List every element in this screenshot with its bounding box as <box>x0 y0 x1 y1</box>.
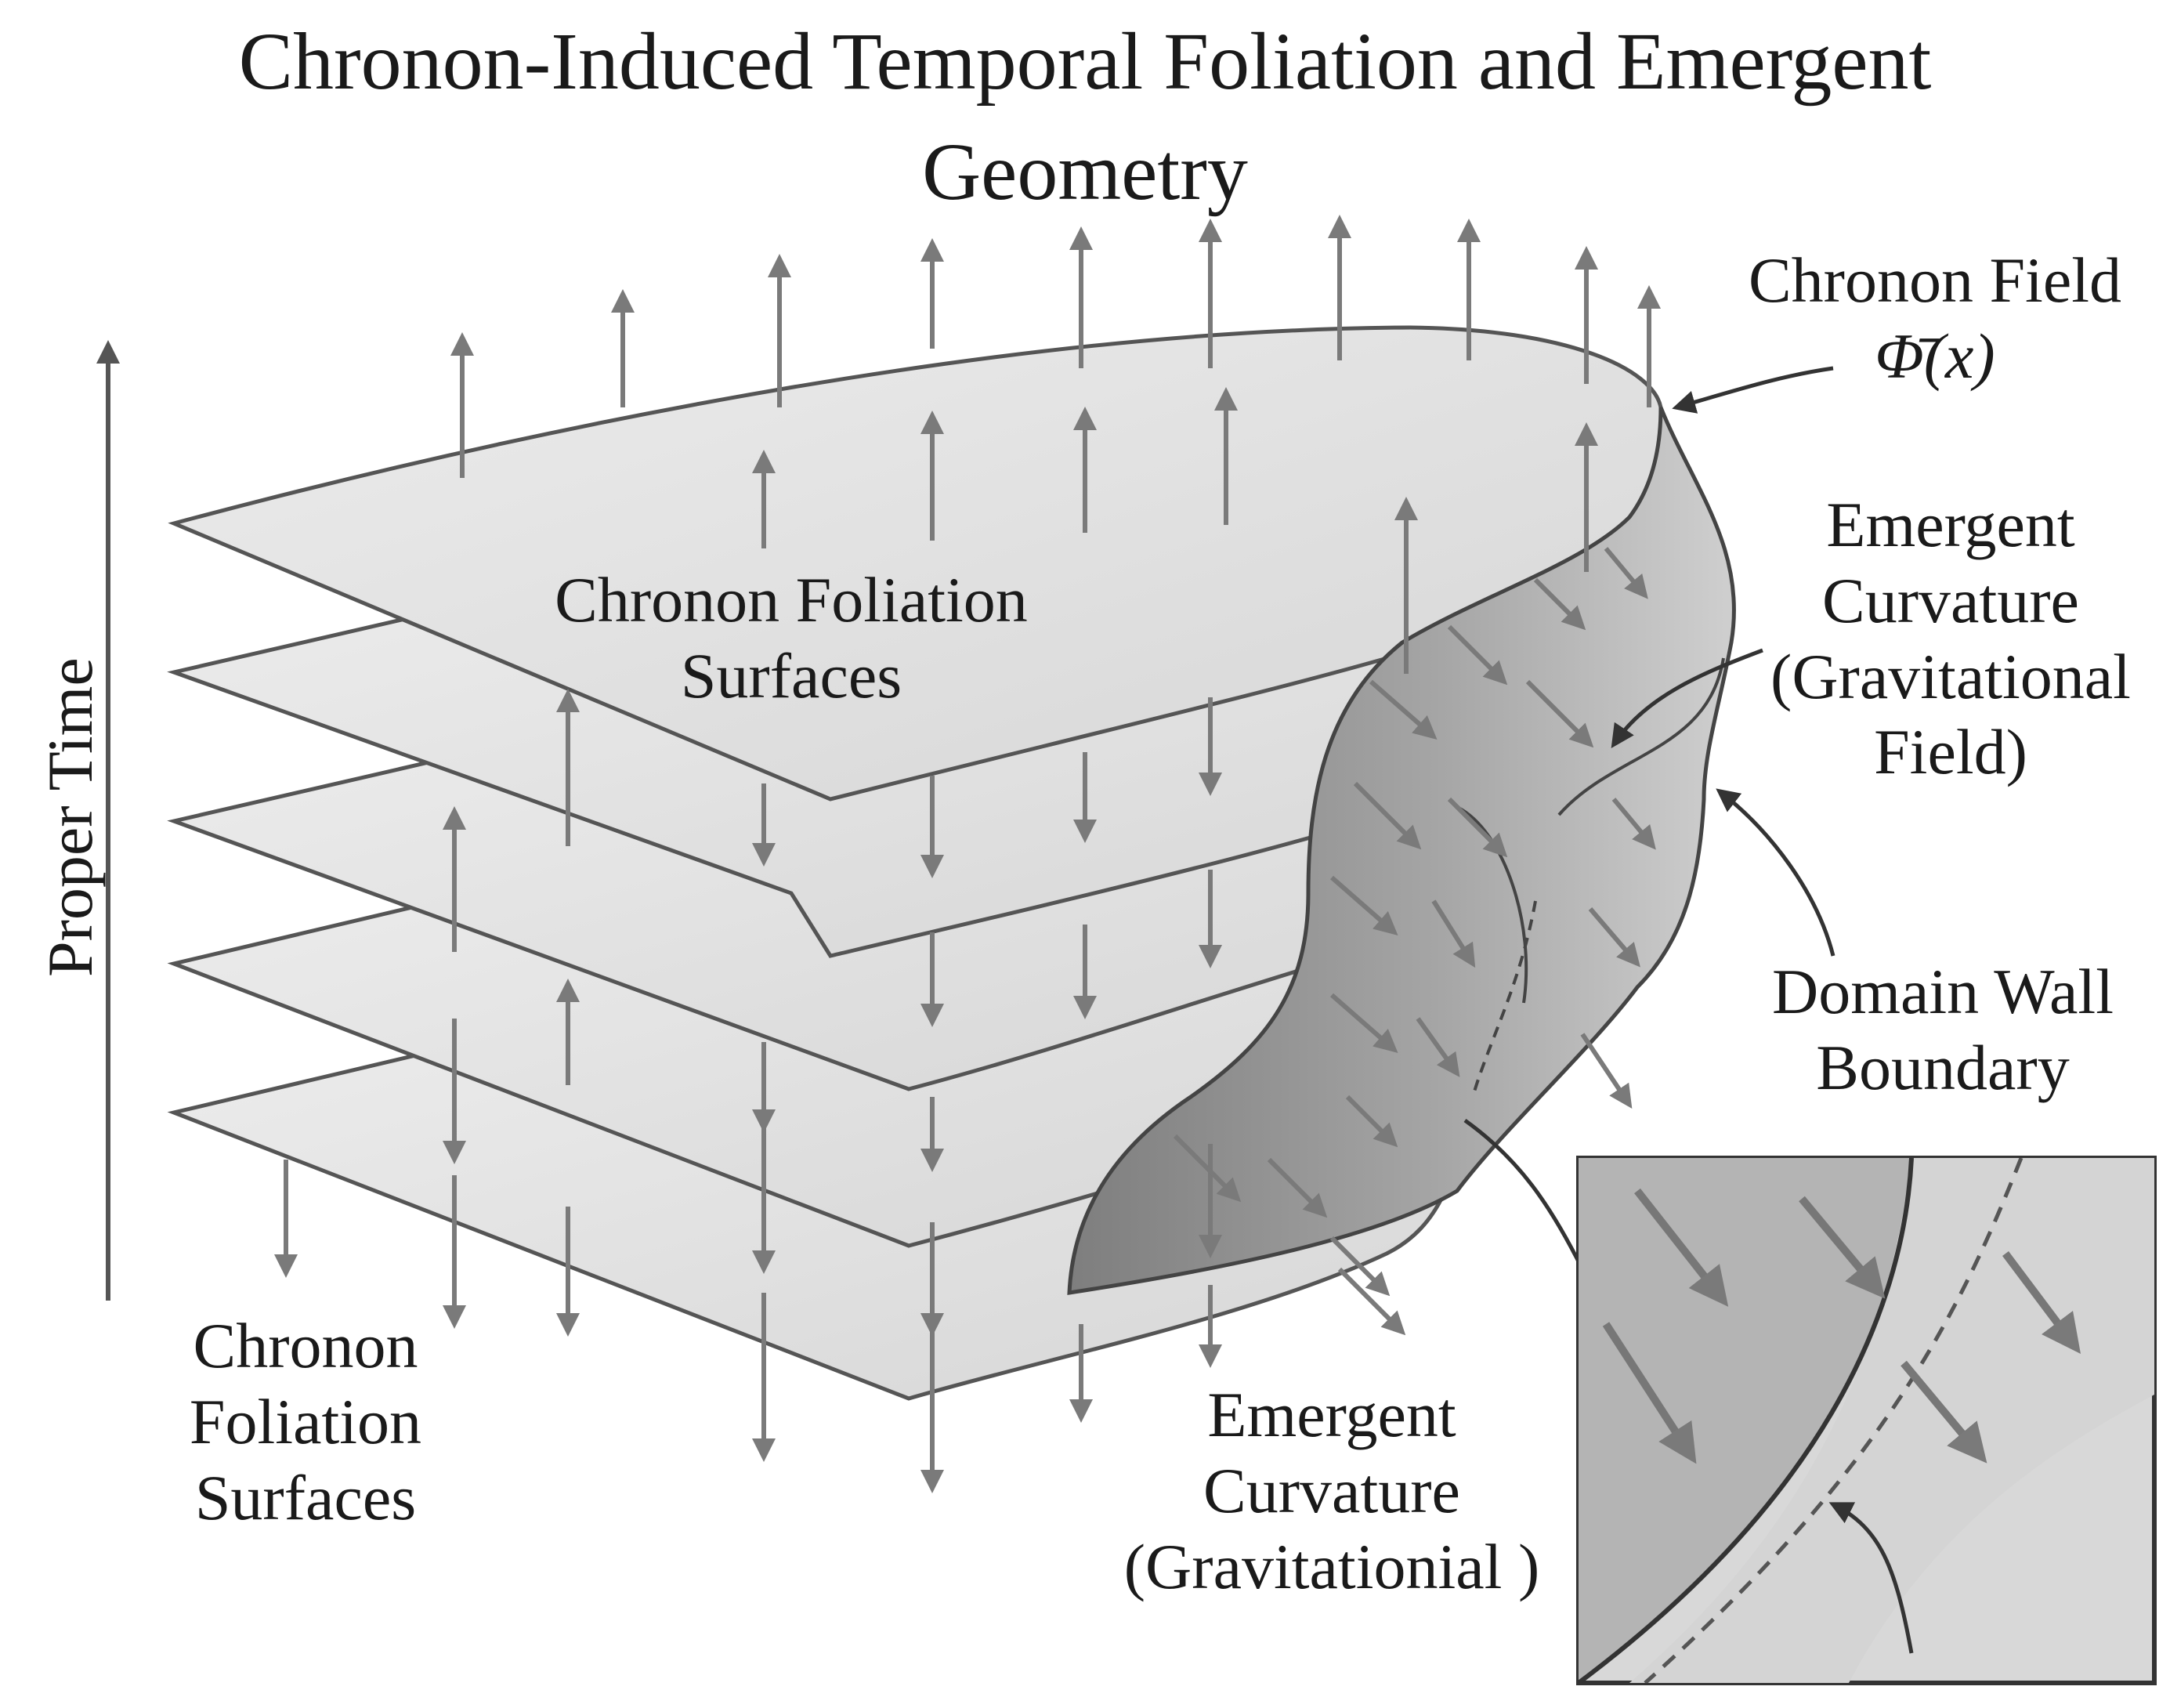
curvature-bottom-line2: Curvature <box>1203 1454 1460 1526</box>
domain-wall-label: Domain Wall Boundary <box>1723 954 2162 1106</box>
foliation-lower-line1: Chronon <box>193 1310 418 1381</box>
domain-wall-line2: Boundary <box>1816 1031 2070 1103</box>
chronon-field-label: Chronon Field Φ̄(x) <box>1708 243 2162 395</box>
figure-title-line2: Geometry <box>922 127 1248 218</box>
domain-wall-pointer <box>1716 788 1835 957</box>
curvature-right-line3: (Gravitational <box>1770 640 2131 712</box>
curvature-arrows <box>1173 547 1656 1336</box>
domain-wall-line1: Domain Wall <box>1772 956 2114 1027</box>
domain-wall-dashed <box>1471 900 1537 1098</box>
curvature-label-bottom: Emergent Curvature (Gravitationial ) <box>1058 1377 1606 1605</box>
foliation-lower-line3: Surfaces <box>194 1461 417 1533</box>
inset-panel <box>1576 1156 2157 1685</box>
downward-arrows <box>274 697 1222 1493</box>
domain-wall-fold-2 <box>1557 657 1725 816</box>
foliation-label-upper: Chronon Foliation Surfaces <box>517 563 1065 715</box>
curvature-right-line2: Curvature <box>1822 564 2079 636</box>
chronon-field-line1: Chronon Field <box>1748 244 2122 316</box>
foliation-label-lower: Chronon Foliation Surfaces <box>141 1308 470 1536</box>
curvature-right-pointer <box>1611 648 1763 748</box>
foliation-upper-line2: Surfaces <box>680 639 902 711</box>
inset-connector <box>1463 1118 1585 1271</box>
curvature-bottom-line1: Emergent <box>1207 1379 1456 1450</box>
curvature-label-right: Emergent Curvature (Gravitational Field) <box>1731 487 2170 791</box>
figure-title-line1: Chronon-Induced Temporal Foliation and E… <box>238 16 1932 107</box>
chronon-field-symbol: Φ̄(x) <box>1875 320 1995 392</box>
curvature-right-line1: Emergent <box>1826 489 2075 560</box>
foliation-lower-line2: Foliation <box>189 1385 422 1457</box>
upward-arrows <box>443 215 1661 1085</box>
curvature-right-line4: Field) <box>1874 716 2027 788</box>
chronon-field-pointer <box>1672 366 1834 414</box>
figure-title: Chronon-Induced Temporal Foliation and E… <box>0 6 2170 228</box>
domain-wall-fold-1 <box>1456 805 1528 1004</box>
proper-time-label: Proper Time <box>34 657 106 977</box>
curvature-bottom-line3: (Gravitationial ) <box>1123 1530 1540 1602</box>
foliation-upper-line1: Chronon Foliation <box>555 564 1028 635</box>
